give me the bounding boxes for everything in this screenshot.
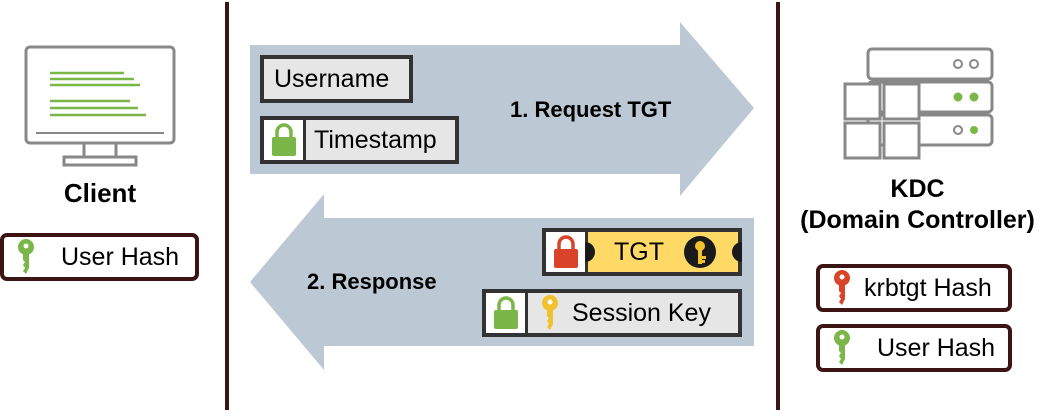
session-key-box: Session Key xyxy=(482,289,742,337)
session-key-lock-cell xyxy=(486,293,528,333)
request-arrow xyxy=(250,22,754,196)
key-icon xyxy=(18,239,34,274)
kdc-user-hash-label: User Hash xyxy=(877,333,996,362)
session-key-label: Session Key xyxy=(572,298,711,327)
monitor-icon xyxy=(24,45,176,167)
ticket-key-icon xyxy=(684,236,716,268)
response-label: 2. Response xyxy=(307,269,437,294)
lock-icon xyxy=(271,123,296,156)
request-label: 1. Request TGT xyxy=(510,97,672,122)
kdc-subtitle: (Domain Controller) xyxy=(800,206,1035,234)
ticket-notch-left xyxy=(585,242,595,262)
timestamp-lock-cell xyxy=(264,120,306,160)
kdc-krbtgt-hash-label: krbtgt Hash xyxy=(864,273,992,302)
timestamp-box: Timestamp xyxy=(260,116,459,164)
ticket-notch-right xyxy=(732,242,742,262)
left-divider xyxy=(225,2,229,410)
key-icon xyxy=(834,330,850,365)
username-label: Username xyxy=(274,64,390,93)
right-divider xyxy=(776,2,780,410)
lock-icon xyxy=(553,235,578,268)
server-rack-icon xyxy=(843,47,994,160)
client-label: Client xyxy=(63,178,137,208)
kdc-user-hash-box: User Hash xyxy=(816,324,1012,372)
tgt-box: TGT xyxy=(542,228,742,276)
client-user-hash-label: User Hash xyxy=(61,242,180,271)
timestamp-label: Timestamp xyxy=(314,125,437,154)
key-icon xyxy=(834,270,850,305)
client-user-hash-box: User Hash xyxy=(0,233,199,281)
tgt-label: TGT xyxy=(614,237,664,266)
kdc-label: KDC xyxy=(890,175,945,203)
kdc-krbtgt-hash-box: krbtgt Hash xyxy=(816,264,1012,312)
username-box: Username xyxy=(260,55,413,103)
lock-icon xyxy=(493,296,518,329)
tgt-lock-cell xyxy=(546,232,588,272)
key-icon xyxy=(542,295,558,330)
